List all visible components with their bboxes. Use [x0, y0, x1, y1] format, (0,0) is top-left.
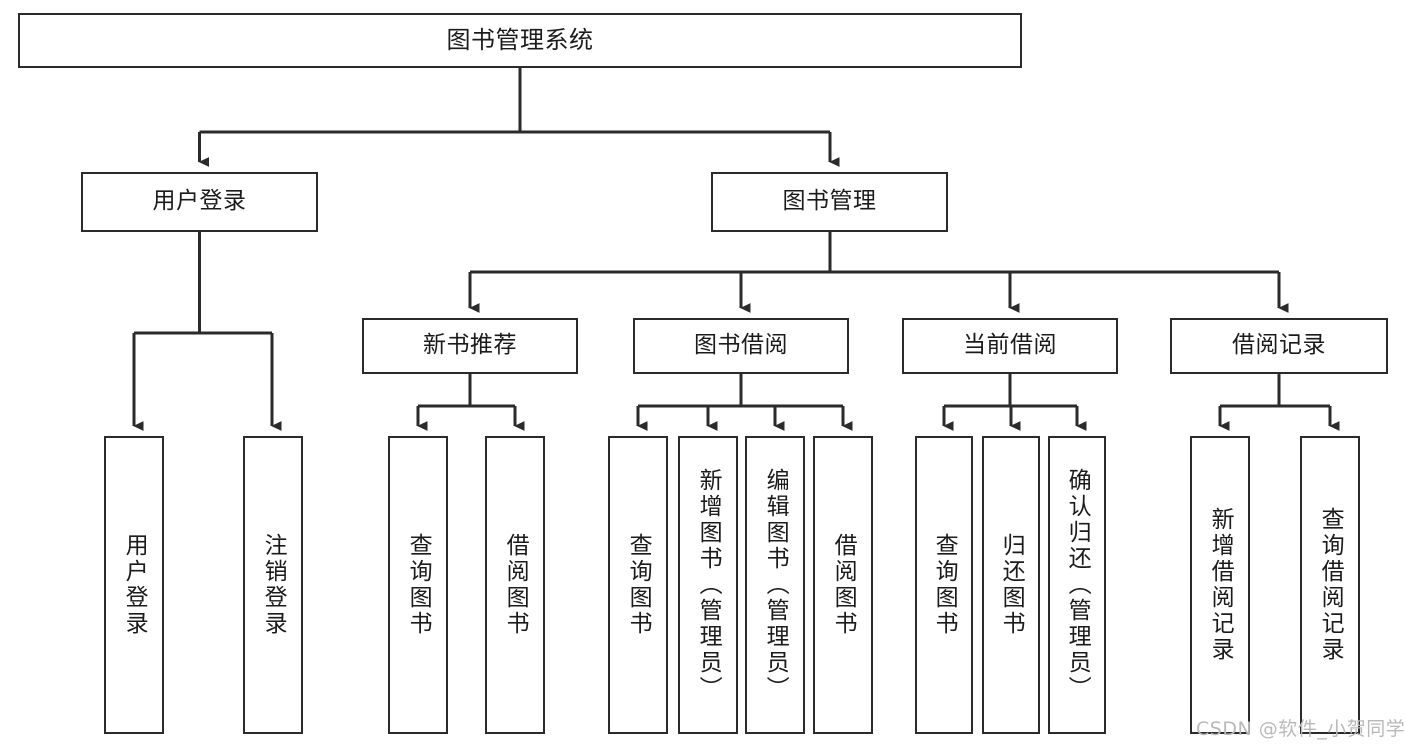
leaf-user-login-label: 用户登录 [121, 533, 148, 637]
leaf-add-borrow-record-label: 新增借阅记录 [1207, 507, 1234, 663]
leaf-search-borrow-record[interactable]: 查询借阅记录 [1300, 436, 1360, 734]
leaf-add-borrow-record[interactable]: 新增借阅记录 [1190, 436, 1250, 734]
leaf-return-book-label: 归还图书 [998, 533, 1025, 637]
leaf-borrow-book-recommend-label: 借阅图书 [502, 533, 529, 637]
leaf-search-book-borrow-label: 查询图书 [625, 533, 652, 637]
leaf-logout-label: 注销登录 [260, 533, 287, 637]
leaf-search-borrow-record-label: 查询借阅记录 [1317, 507, 1344, 663]
leaf-borrow-book-label: 借阅图书 [830, 533, 857, 637]
leaf-logout[interactable]: 注销登录 [243, 436, 303, 734]
leaf-edit-book-admin[interactable]: 编辑图书（管理员） [745, 436, 805, 734]
leaf-confirm-return-admin-label: 确认归还（管理员） [1064, 468, 1091, 702]
leaf-return-book[interactable]: 归还图书 [982, 436, 1040, 734]
node-user-login[interactable]: 用户登录 [81, 172, 318, 232]
leaf-add-book-admin[interactable]: 新增图书（管理员） [678, 436, 738, 734]
node-user-login-label: 用户登录 [152, 188, 247, 215]
node-book-borrow[interactable]: 图书借阅 [633, 318, 849, 374]
node-borrow-record[interactable]: 借阅记录 [1170, 318, 1388, 374]
leaf-borrow-book[interactable]: 借阅图书 [813, 436, 873, 734]
leaf-search-book-recommend[interactable]: 查询图书 [388, 436, 448, 734]
node-root-label: 图书管理系统 [446, 26, 594, 55]
leaf-search-book-current[interactable]: 查询图书 [915, 436, 973, 734]
leaf-confirm-return-admin[interactable]: 确认归还（管理员） [1048, 436, 1106, 734]
node-book-management-label: 图书管理 [782, 188, 877, 215]
leaf-user-login[interactable]: 用户登录 [104, 436, 164, 734]
node-new-book-recommend-label: 新书推荐 [423, 332, 517, 359]
node-root[interactable]: 图书管理系统 [18, 13, 1022, 68]
csdn-watermark: CSDN @软件_小贺同学 [1196, 718, 1405, 740]
leaf-search-book-recommend-label: 查询图书 [405, 533, 432, 637]
leaf-search-book-current-label: 查询图书 [931, 533, 958, 637]
leaf-borrow-book-recommend[interactable]: 借阅图书 [485, 436, 545, 734]
node-book-management[interactable]: 图书管理 [711, 172, 948, 232]
node-book-borrow-label: 图书借阅 [694, 332, 788, 359]
node-current-borrow[interactable]: 当前借阅 [902, 318, 1118, 374]
node-current-borrow-label: 当前借阅 [963, 332, 1057, 359]
leaf-search-book-borrow[interactable]: 查询图书 [608, 436, 668, 734]
node-borrow-record-label: 借阅记录 [1232, 332, 1326, 359]
node-new-book-recommend[interactable]: 新书推荐 [362, 318, 578, 374]
leaf-edit-book-admin-label: 编辑图书（管理员） [762, 468, 789, 702]
leaf-add-book-admin-label: 新增图书（管理员） [695, 468, 722, 702]
